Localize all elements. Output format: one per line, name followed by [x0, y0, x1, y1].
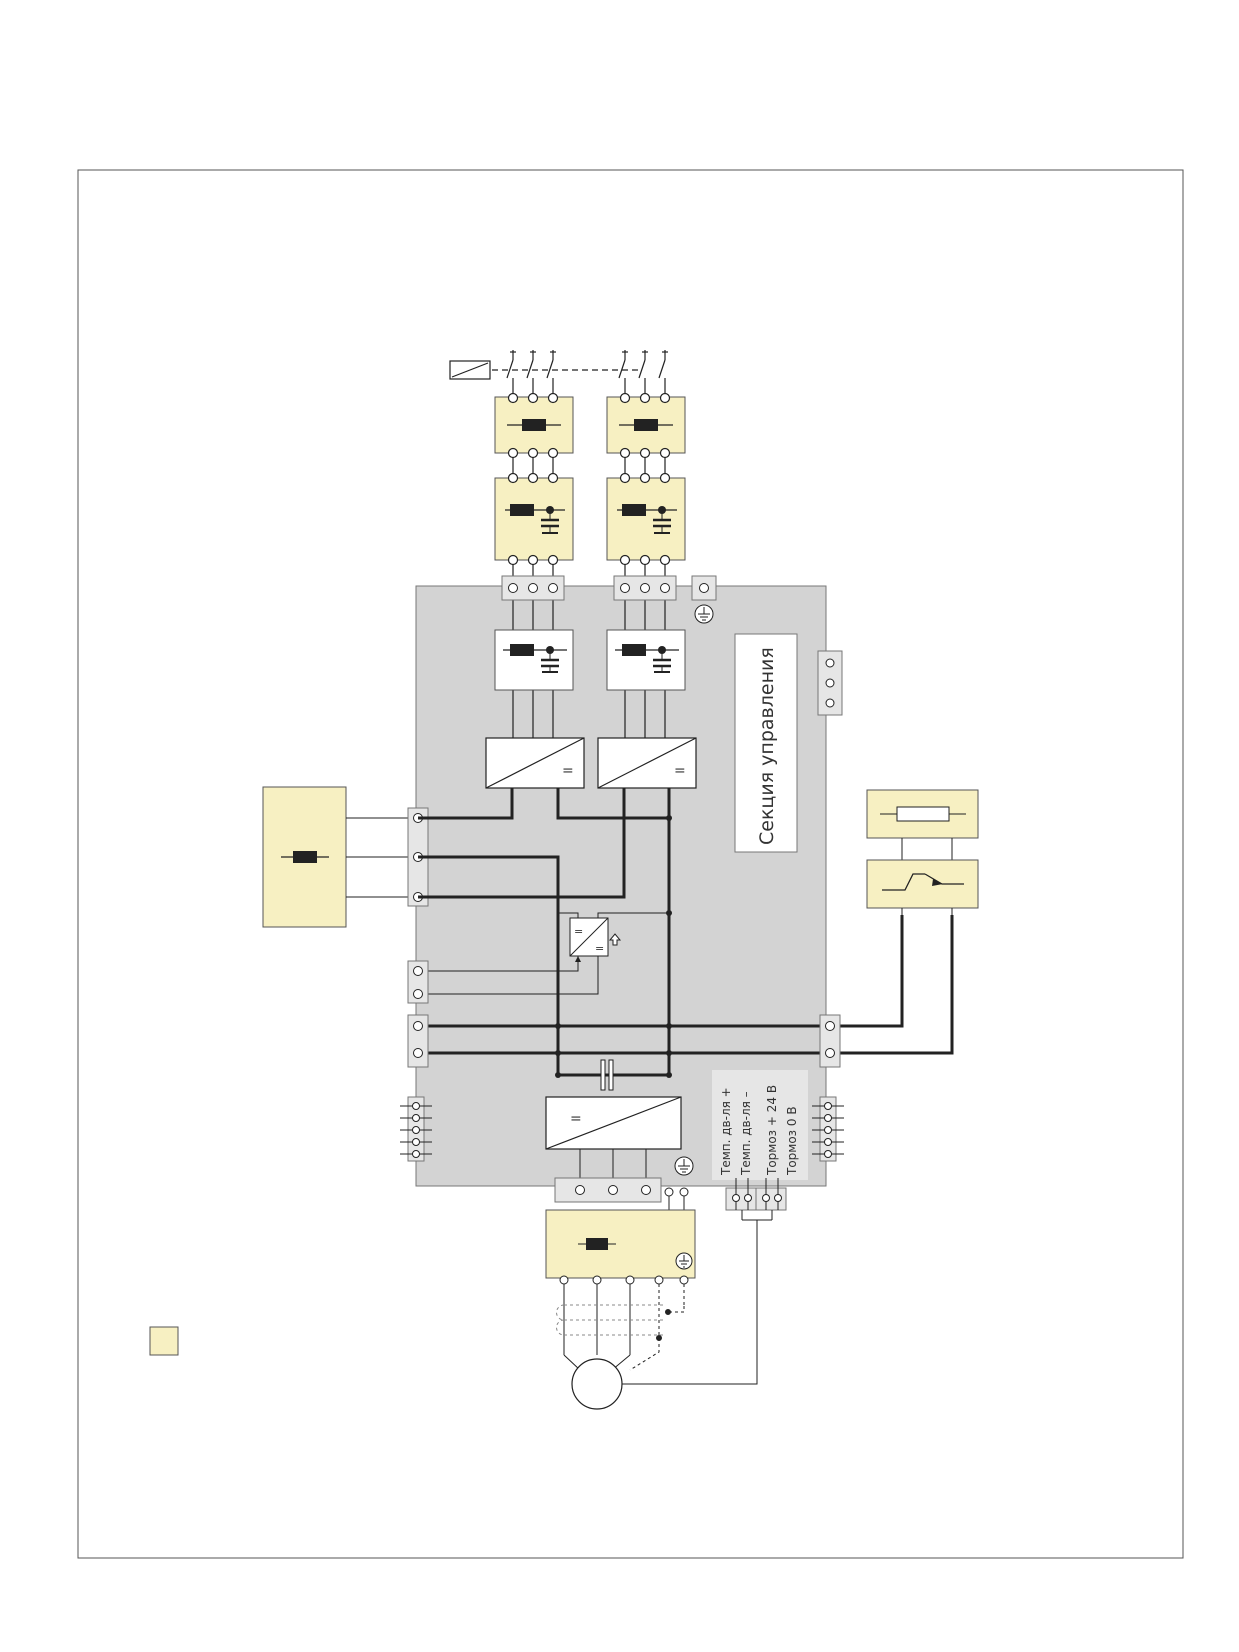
arrow-icon [932, 879, 943, 886]
mains-terminal-block-1 [501, 575, 565, 601]
main-contactor [449, 350, 668, 398]
internal-filter-2 [606, 629, 686, 691]
motor-cable [556, 1284, 685, 1371]
line-fuse-module-1 [494, 396, 574, 454]
output-filter-option [545, 1209, 696, 1279]
rectifier-2: = [597, 737, 697, 789]
dc-mark: = [562, 763, 574, 779]
line-fuse-module-2 [606, 396, 686, 454]
control-section-box [734, 633, 798, 853]
internal-filter-1 [494, 629, 574, 691]
bus-junctions [555, 815, 672, 1078]
svg-text:=: = [595, 942, 604, 955]
motor-terminal-block [554, 1177, 689, 1210]
terminal-set [507, 392, 671, 566]
choke-icon [586, 1238, 608, 1250]
brake-zero-label: Тормоз 0 В [785, 1106, 799, 1176]
control-section-label: Секция управления [756, 647, 778, 845]
page-frame [77, 169, 1184, 1559]
rectifier-1: = [485, 737, 585, 789]
dc-dc-converter: = = [418, 912, 669, 995]
motor-icon [571, 1358, 623, 1410]
control-terminal [817, 650, 843, 716]
mains-terminal-block-2 [613, 575, 677, 601]
aux-supply-terminal [407, 960, 429, 1004]
choke-icon [510, 644, 534, 656]
svg-text:=: = [574, 925, 583, 938]
motor-signal-label-box [712, 1070, 808, 1180]
choke-icon [622, 504, 646, 516]
pe-terminal [691, 575, 717, 601]
choke-icon [510, 504, 534, 516]
motor-signal-terminals [612, 1178, 787, 1385]
fuse-icon [634, 419, 658, 431]
ground-icon [674, 1156, 694, 1176]
brake-plus-label: Тормоз + 24 В [765, 1085, 779, 1176]
resistor-icon [293, 851, 317, 863]
dc-link-capacitor-icon [558, 1059, 669, 1091]
resistor-icon [896, 806, 950, 822]
inverter: = [545, 1096, 682, 1190]
ground-icon [694, 604, 714, 624]
dc-link-terminal-left [407, 1014, 429, 1068]
temp-minus-label: Темп. дв-ля – [739, 1091, 753, 1176]
choke-icon [622, 644, 646, 656]
dc-mark: = [570, 1111, 582, 1127]
contactor-switch-icon [506, 350, 668, 379]
fuse-icon [522, 419, 546, 431]
line-filter-module-1 [494, 477, 574, 561]
side-connector-right [812, 1096, 844, 1162]
legend-option-swatch [149, 1326, 179, 1356]
dc-link-terminal-right [819, 1014, 841, 1068]
brake-resistor-option [866, 789, 979, 860]
brake-chopper-option [866, 859, 979, 915]
line-filter-module-2 [606, 477, 686, 561]
output-filter-terminals [559, 1275, 689, 1285]
side-connector-left [400, 1096, 432, 1162]
dc-choke-option [262, 786, 418, 928]
dc-mark: = [674, 763, 686, 779]
temp-plus-label: Темп. дв-ля + [719, 1087, 733, 1176]
